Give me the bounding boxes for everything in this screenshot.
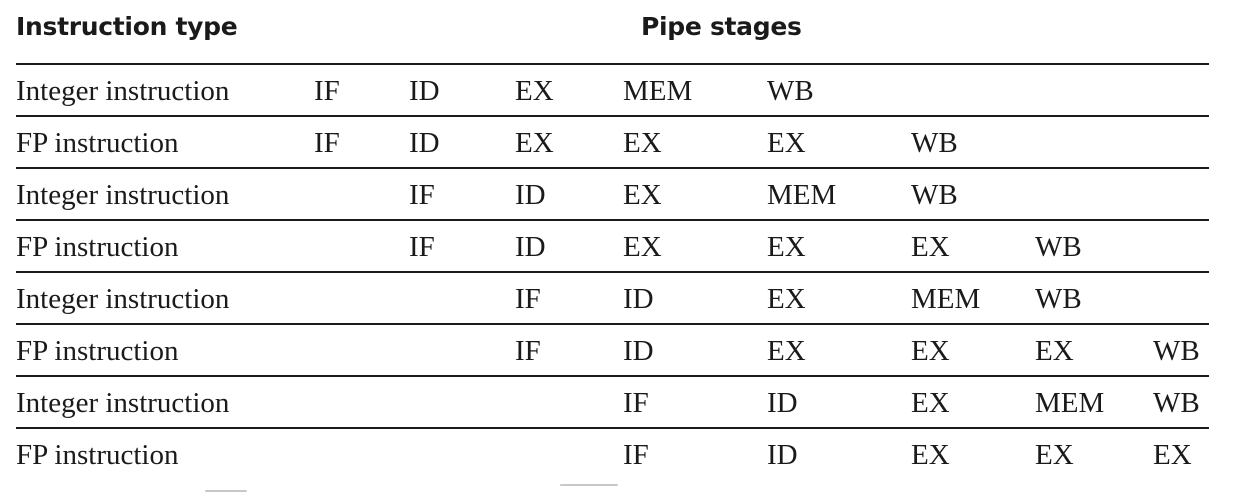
- row-divider: [16, 219, 1209, 221]
- pipe-stage-cell: IF: [623, 439, 649, 471]
- pipe-stage-cell: IF: [515, 283, 541, 315]
- table-row: Integer instruction IF ID EX MEM WB: [0, 169, 1242, 221]
- table-row: FP instruction IF ID EX EX EX: [0, 429, 1242, 481]
- row-divider: [16, 271, 1209, 273]
- pipe-stage-cell: ID: [515, 231, 546, 263]
- pipe-stage-cell: ID: [767, 439, 798, 471]
- table-row: FP instruction IF ID EX EX EX WB: [0, 221, 1242, 273]
- pipe-stage-cell: ID: [409, 127, 440, 159]
- pipe-stage-cell: WB: [767, 75, 814, 107]
- pipe-stage-cell: EX: [911, 439, 950, 471]
- row-divider: [16, 427, 1209, 429]
- pipe-stage-cell: ID: [515, 179, 546, 211]
- pipe-stage-cell: EX: [515, 127, 554, 159]
- pipe-stage-cell: IF: [314, 75, 340, 107]
- pipe-stage-cell: EX: [1035, 439, 1074, 471]
- pipe-stage-cell: EX: [767, 283, 806, 315]
- pipe-stage-cell: MEM: [623, 75, 693, 107]
- pipe-stage-cell: ID: [623, 283, 654, 315]
- row-divider: [16, 63, 1209, 65]
- pipe-stage-cell: EX: [767, 335, 806, 367]
- pipe-stage-cell: EX: [911, 335, 950, 367]
- pipe-stage-cell: WB: [1153, 335, 1200, 367]
- pipe-stage-cell: MEM: [767, 179, 837, 211]
- pipe-stage-cell: IF: [409, 231, 435, 263]
- pipe-stage-cell: WB: [1035, 231, 1082, 263]
- header-instruction-type: Instruction type: [16, 12, 238, 41]
- pipe-stage-cell: EX: [1035, 335, 1074, 367]
- table-row: Integer instruction IF ID EX MEM WB: [0, 377, 1242, 429]
- table-header: Instruction type Pipe stages: [0, 0, 1242, 62]
- pipe-stage-cell: EX: [623, 231, 662, 263]
- pipe-stage-cell: ID: [623, 335, 654, 367]
- instruction-type-cell: Integer instruction: [16, 179, 230, 211]
- table-row: Integer instruction IF ID EX MEM WB: [0, 273, 1242, 325]
- instruction-type-cell: Integer instruction: [16, 75, 230, 107]
- instruction-type-cell: FP instruction: [16, 439, 179, 471]
- pipe-stage-cell: MEM: [911, 283, 981, 315]
- scan-smudge-right: [560, 484, 618, 486]
- row-divider: [16, 115, 1209, 117]
- instruction-type-cell: FP instruction: [16, 231, 179, 263]
- scan-smudge-left: [205, 490, 247, 492]
- pipe-stage-cell: WB: [1153, 387, 1200, 419]
- table-row: FP instruction IF ID EX EX EX WB: [0, 325, 1242, 377]
- pipe-stage-cell: IF: [623, 387, 649, 419]
- pipe-stage-cell: ID: [409, 75, 440, 107]
- pipe-stage-cell: EX: [1153, 439, 1192, 471]
- pipe-stage-cell: IF: [515, 335, 541, 367]
- pipe-stage-cell: WB: [1035, 283, 1082, 315]
- row-divider: [16, 323, 1209, 325]
- table-row: Integer instruction IF ID EX MEM WB: [0, 65, 1242, 117]
- pipe-stage-cell: EX: [767, 127, 806, 159]
- pipe-stage-cell: EX: [515, 75, 554, 107]
- pipe-stage-cell: IF: [314, 127, 340, 159]
- instruction-type-cell: FP instruction: [16, 335, 179, 367]
- pipe-stage-cell: EX: [623, 179, 662, 211]
- pipe-stage-cell: WB: [911, 179, 958, 211]
- pipe-stage-cell: MEM: [1035, 387, 1105, 419]
- row-divider: [16, 375, 1209, 377]
- instruction-type-cell: Integer instruction: [16, 387, 230, 419]
- instruction-type-cell: FP instruction: [16, 127, 179, 159]
- pipe-stage-cell: EX: [911, 231, 950, 263]
- pipe-stage-cell: WB: [911, 127, 958, 159]
- pipe-stage-cell: EX: [623, 127, 662, 159]
- row-divider: [16, 167, 1209, 169]
- table-row: FP instruction IF ID EX EX EX WB: [0, 117, 1242, 169]
- instruction-type-cell: Integer instruction: [16, 283, 230, 315]
- pipe-stage-cell: EX: [911, 387, 950, 419]
- pipe-stage-cell: IF: [409, 179, 435, 211]
- pipe-stage-cell: EX: [767, 231, 806, 263]
- pipe-stage-cell: ID: [767, 387, 798, 419]
- header-pipe-stages: Pipe stages: [641, 12, 802, 41]
